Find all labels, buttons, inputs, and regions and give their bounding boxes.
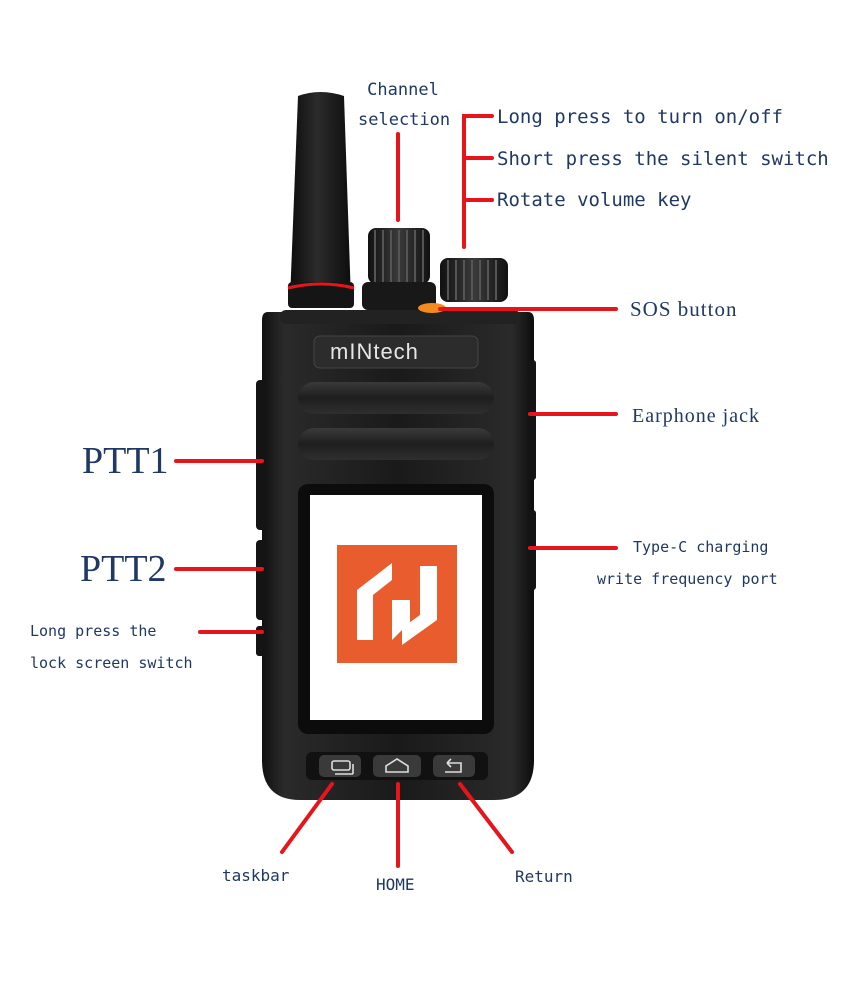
label-typec: Type-C charging write frequency port — [597, 538, 778, 588]
screen — [298, 484, 494, 734]
leader-volume-bracket — [462, 114, 494, 249]
label-return: Return — [515, 867, 573, 886]
volume-power-knob[interactable] — [440, 258, 508, 302]
label-channel-line2: selection — [358, 110, 451, 130]
label-channel-line1: Channel — [367, 80, 439, 100]
label-lock: Long press the lock screen switch — [30, 622, 193, 672]
home-key[interactable] — [373, 755, 421, 777]
label-taskbar: taskbar — [222, 866, 290, 885]
home-icon — [385, 758, 409, 773]
leader-lines — [174, 114, 618, 868]
return-icon — [445, 758, 462, 773]
leader-taskbar — [280, 782, 334, 854]
return-key[interactable] — [433, 755, 475, 777]
brand-logo: mINtech — [330, 339, 419, 364]
label-silent: Short press the silent switch — [497, 148, 829, 170]
label-lock-line2: lock screen switch — [30, 654, 193, 672]
label-typec-line2: write frequency port — [597, 570, 778, 588]
label-volume: Rotate volume key — [497, 189, 692, 211]
brand-plate — [313, 335, 479, 369]
leader-return — [458, 782, 514, 854]
label-power: Long press to turn on/off — [497, 106, 783, 128]
app-logo-icon — [337, 545, 457, 663]
label-lock-line1: Long press the — [30, 622, 157, 640]
speaker-grill — [298, 382, 494, 460]
label-home: HOME — [376, 875, 415, 894]
antenna — [287, 92, 355, 308]
taskbar-icon — [331, 760, 354, 775]
label-ptt1: PTT1 — [82, 440, 169, 482]
label-typec-line1: Type-C charging — [633, 538, 769, 556]
label-earphone: Earphone jack — [632, 405, 760, 427]
label-channel-selection: Channel selection — [358, 80, 451, 130]
taskbar-key[interactable] — [319, 755, 361, 777]
label-ptt2: PTT2 — [80, 548, 167, 590]
channel-selection-knob[interactable] — [362, 228, 436, 310]
label-sos: SOS button — [630, 297, 738, 321]
